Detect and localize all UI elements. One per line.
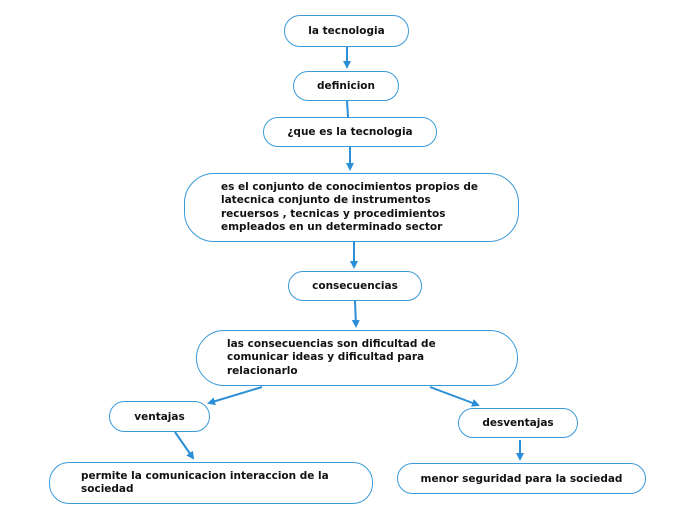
node-desventajas-label: desventajas [482, 417, 554, 429]
node-definicion-text: es el conjunto de conocimientos propios … [184, 173, 519, 242]
node-ventajas-text-label: permite la comunicacion interaccion de l… [81, 469, 329, 495]
line-definicion-que-es [346, 99, 349, 118]
arrow-to-ventajas [207, 386, 263, 406]
node-ventajas-label: ventajas [134, 410, 185, 423]
node-consecuencias: consecuencias [288, 271, 422, 301]
node-definicion-text-label: es el conjunto de conocimientos propios … [221, 180, 479, 233]
node-desventajas: desventajas [458, 408, 578, 438]
node-la-tecnologia-label: la tecnologia [308, 25, 385, 37]
node-que-es-label: ¿que es la tecnologia [287, 126, 413, 138]
node-consecuencias-text-label: las consecuencias son dificultad de comu… [227, 337, 436, 377]
node-ventajas-text: permite la comunicacion interaccion de l… [49, 462, 373, 504]
node-definicion-label: definicion [316, 80, 375, 92]
arrow-consecuencias-consecuencias-text [351, 300, 360, 328]
node-consecuencias-text: las consecuencias son dificultad de comu… [196, 330, 518, 386]
node-que-es-la-tecnologia: ¿que es la tecnologia [263, 117, 437, 147]
arrow-to-desventajas [429, 386, 480, 407]
node-la-tecnologia: la tecnologia [284, 15, 409, 47]
node-desventajas-text: menor seguridad para la sociedad [397, 463, 646, 494]
node-consecuencias-label: consecuencias [312, 280, 398, 292]
arrow-ventajas-text [174, 431, 195, 460]
node-ventajas: ventajas [109, 401, 210, 432]
node-desventajas-text-label: menor seguridad para la sociedad [420, 472, 623, 485]
node-definicion: definicion [293, 71, 399, 101]
